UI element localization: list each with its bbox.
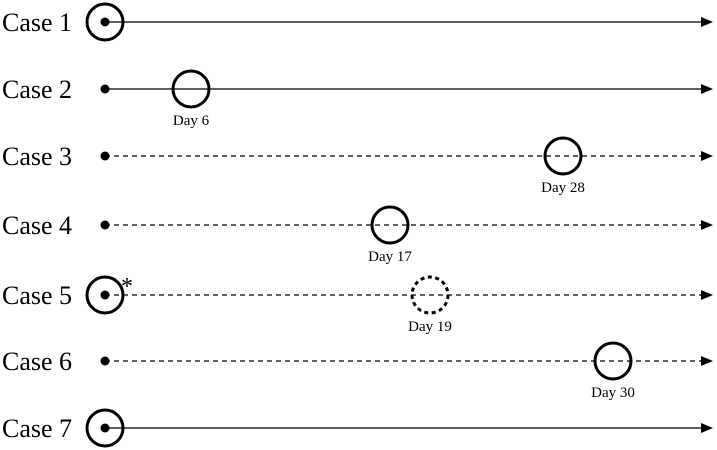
case-5-start-dot bbox=[100, 290, 110, 300]
case-4-start-dot bbox=[100, 220, 110, 230]
case-7-start-dot bbox=[100, 423, 110, 433]
case-1-event-circle bbox=[85, 2, 125, 42]
case-2-event-circle bbox=[171, 69, 211, 109]
case-5-start-circle bbox=[85, 275, 125, 315]
case-3-event-circle bbox=[543, 136, 583, 176]
case-1-start-dot bbox=[100, 17, 110, 27]
case-6-event-circle bbox=[593, 341, 633, 381]
case-4-label: Case 4 bbox=[2, 211, 72, 240]
case-6-label: Case 6 bbox=[2, 347, 72, 376]
case-6-arrowhead bbox=[701, 356, 713, 366]
case-2-label: Case 2 bbox=[2, 75, 72, 104]
case-5-label: Case 5 bbox=[2, 281, 72, 310]
case-5-event-circle bbox=[410, 275, 450, 315]
case-1-arrowhead bbox=[701, 17, 713, 27]
case-3-arrowhead bbox=[701, 151, 713, 161]
case-5-asterisk-marker: * bbox=[121, 274, 133, 300]
case-7-arrowhead bbox=[701, 423, 713, 433]
case-5-arrowhead bbox=[701, 290, 713, 300]
case-2-start-dot bbox=[100, 84, 110, 94]
case-2-arrowhead bbox=[701, 84, 713, 94]
case-3-day-label: Day 28 bbox=[541, 180, 585, 196]
case-6-day-label: Day 30 bbox=[591, 385, 635, 401]
case-4-arrowhead bbox=[701, 220, 713, 230]
case-2-day-label: Day 6 bbox=[173, 113, 210, 129]
case-6-start-dot bbox=[100, 356, 110, 366]
case-3-start-dot bbox=[100, 151, 110, 161]
case-3-label: Case 3 bbox=[2, 142, 72, 171]
case-4-day-label: Day 17 bbox=[368, 249, 412, 265]
case-4-event-circle bbox=[370, 205, 410, 245]
case-7-event-circle bbox=[85, 408, 125, 448]
case-7-label: Case 7 bbox=[2, 414, 72, 443]
case-5-day-label: Day 19 bbox=[408, 319, 452, 335]
case-1-label: Case 1 bbox=[2, 8, 72, 37]
